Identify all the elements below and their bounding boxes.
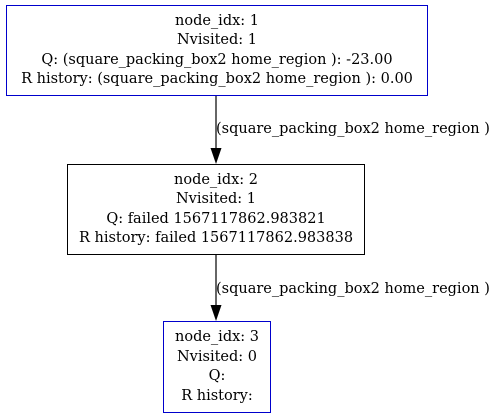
edge-1-to-2 [210, 96, 222, 164]
node-nvisited: Nvisited: 0 [176, 348, 257, 365]
edge-label: (square_packing_box2 home_region ) [216, 121, 490, 137]
arrowhead-icon [210, 148, 222, 164]
node-r-history: R history: [181, 387, 253, 404]
node-q-value: Q: (square_packing_box2 home_region ): -… [41, 51, 393, 68]
node-nvisited: Nvisited: 1 [175, 191, 256, 207]
tree-node-3: node_idx: 3 Nvisited: 0 Q: R history: [163, 321, 271, 413]
node-q-value: Q: [208, 368, 226, 384]
node-r-history: R history: (square_packing_box2 home_reg… [21, 71, 413, 87]
node-idx: node_idx: 2 [174, 171, 258, 188]
node-q-value: Q: failed 1567117862.983821 [106, 210, 326, 227]
tree-node-2: node_idx: 2 Nvisited: 1 Q: failed 156711… [67, 164, 365, 255]
node-r-history: R history: failed 1567117862.983838 [78, 230, 354, 246]
edge-label: (square_packing_box2 home_region ) [216, 281, 490, 297]
node-nvisited: Nvisited: 1 [176, 32, 257, 48]
tree-node-1: node_idx: 1 Nvisited: 1 Q: (square_packi… [6, 5, 428, 96]
arrowhead-icon [210, 305, 222, 321]
node-idx: node_idx: 1 [175, 12, 259, 29]
node-idx: node_idx: 3 [175, 329, 259, 345]
edge-2-to-3 [210, 255, 222, 321]
